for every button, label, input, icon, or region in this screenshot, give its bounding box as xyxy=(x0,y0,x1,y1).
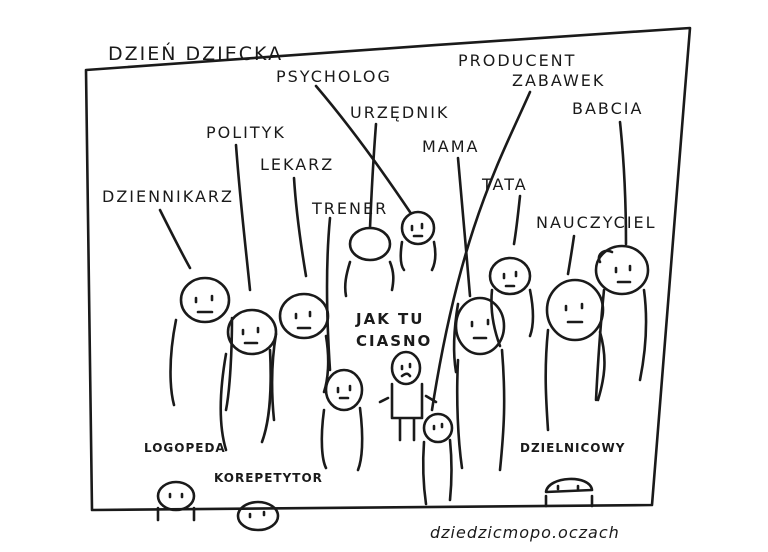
label-babcia: BABCIA xyxy=(572,99,643,118)
label-dziennikarz: DZIENNIKARZ xyxy=(102,187,234,206)
label-zabawek: ZABAWEK xyxy=(512,71,605,90)
figure-mama xyxy=(452,296,506,472)
label-mama: MAMA xyxy=(422,137,480,156)
figure-dziennikarz xyxy=(169,276,234,412)
figure-lekarz xyxy=(270,292,330,422)
label-korepetytor: KOREPETYTOR xyxy=(214,471,323,485)
label-lekarz: LEKARZ xyxy=(260,155,334,174)
figure-tata xyxy=(488,256,535,348)
figure-nauczyciel xyxy=(544,278,606,432)
label-producent: PRODUCENT xyxy=(458,51,576,70)
drawing-title: DZIEŃ DZIECKA xyxy=(108,42,283,65)
figure-psycholog xyxy=(399,210,437,272)
figure-korepetytor xyxy=(236,500,280,532)
figure-logopeda xyxy=(156,480,196,522)
label-trener: TRENER xyxy=(311,199,388,218)
speech-line-1: JAK TU xyxy=(355,310,424,328)
figure-child xyxy=(378,350,438,442)
frame-border xyxy=(84,26,692,512)
speech-line-2: CIASNO xyxy=(356,332,432,350)
signature: dziedzicmopo.oczach xyxy=(430,523,620,542)
label-polityk: POLITYK xyxy=(206,123,286,142)
label-nauczyciel: NAUCZYCIEL xyxy=(536,213,657,232)
figure-babcia xyxy=(594,244,650,402)
label-dzielnicowy: DZIELNICOWY xyxy=(520,441,625,455)
figure-dzielnicowy xyxy=(544,477,594,508)
figure-polityk xyxy=(219,308,278,452)
label-urzednik: URZĘDNIK xyxy=(350,103,449,122)
label-logopeda: LOGOPEDA xyxy=(144,441,226,455)
label-psycholog: PSYCHOLOG xyxy=(276,67,392,86)
figure-producent xyxy=(421,412,454,506)
figure-urzednik xyxy=(343,226,395,298)
figure-trener xyxy=(320,368,364,472)
